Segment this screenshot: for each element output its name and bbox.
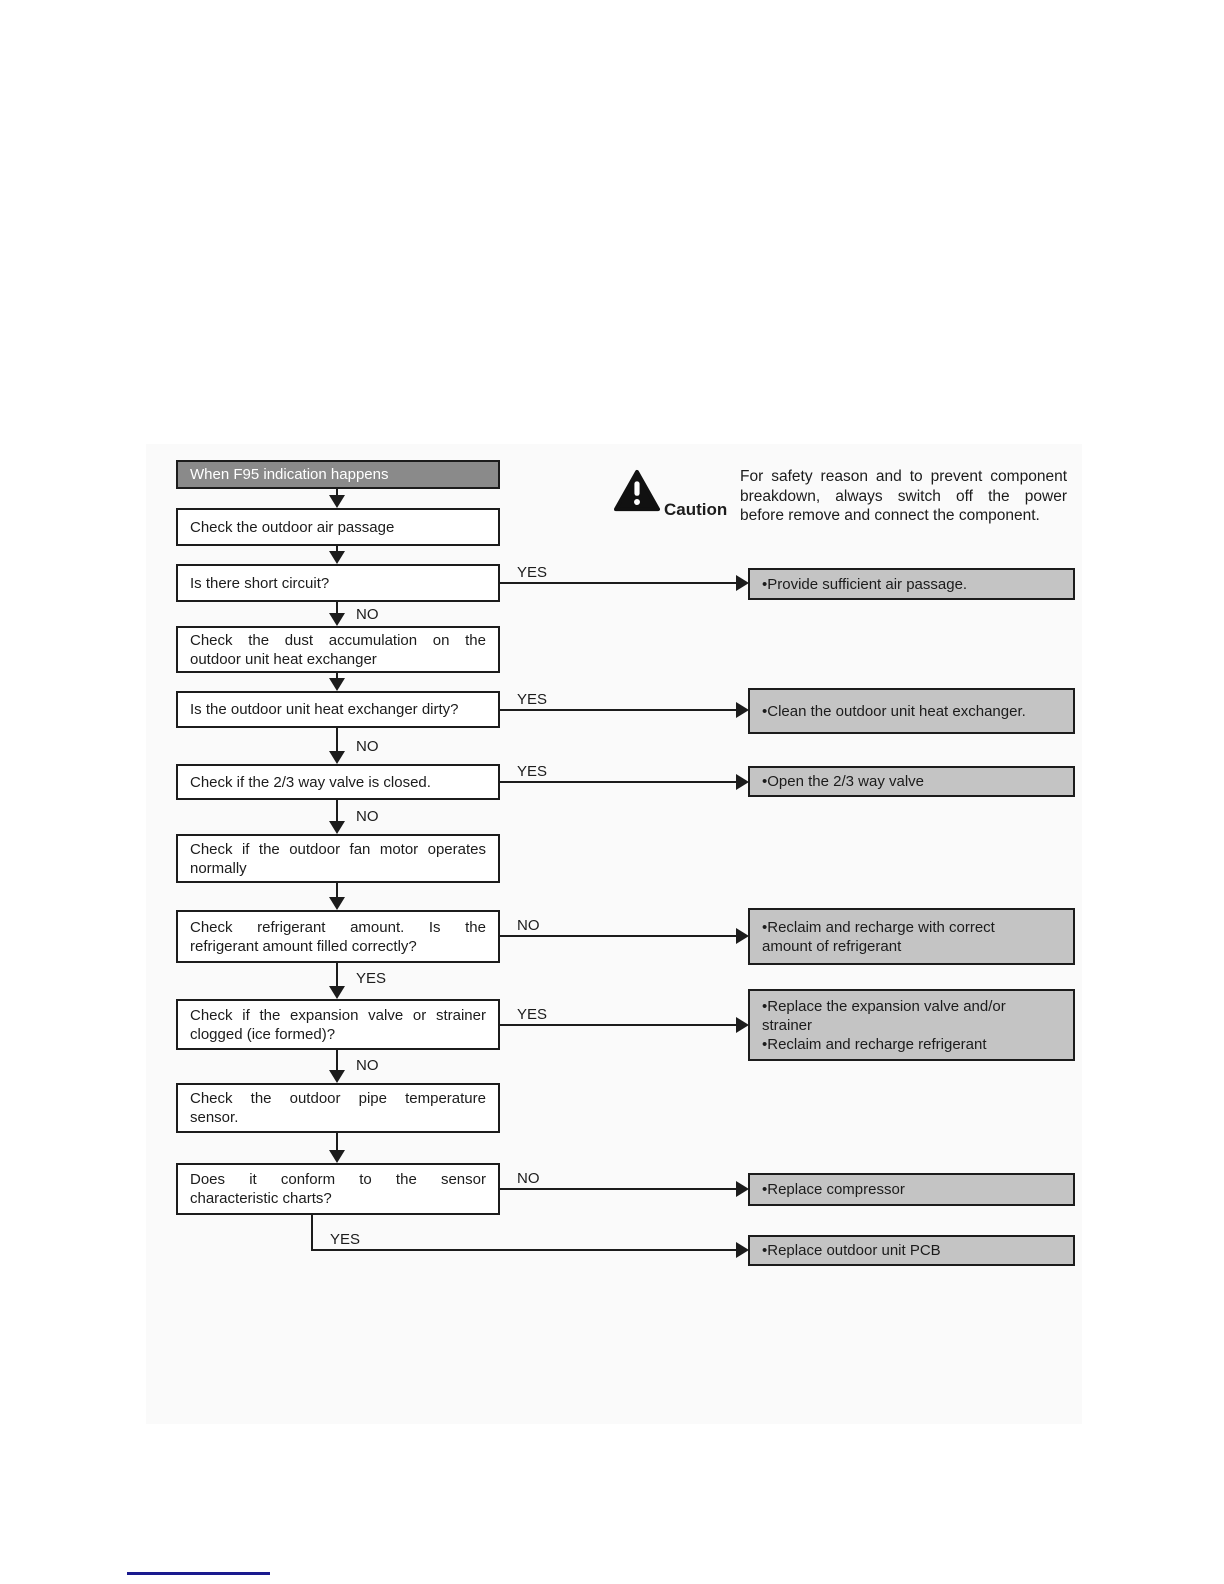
step-text-line: Check the outdoor pipe temperature (190, 1090, 486, 1107)
label-yes-short-circuit: YES (517, 564, 548, 581)
result-text-line: strainer (762, 1016, 813, 1034)
label-yes-heat-exchanger: YES (517, 691, 548, 708)
label-no-down-heat-exchanger: NO (356, 738, 379, 755)
step-check-fan-motor: Check if the outdoor fan motor operates … (176, 834, 500, 883)
decision-expansion-valve-clogged: Check if the expansion valve or strainer… (176, 999, 500, 1050)
result-clean-heat-exchanger: •Clean the outdoor unit heat exchanger. (748, 688, 1075, 734)
step-text-line: sensor. (190, 1109, 239, 1126)
step-text-line: Check if the expansion valve or strainer (190, 1006, 486, 1024)
result-replace-expansion-valve: •Replace the expansion valve and/or stra… (748, 989, 1075, 1061)
result-open-valve: •Open the 2/3 way valve (748, 766, 1075, 797)
step-text-line: Is the outdoor unit heat exchanger dirty… (190, 701, 459, 718)
label-no-down-short-circuit: NO (356, 606, 379, 623)
step-check-pipe-temp-sensor: Check the outdoor pipe temperature senso… (176, 1083, 500, 1133)
caution-text-line: For safety reason and to prevent compone… (740, 468, 1067, 485)
decision-23-way-valve-closed: Check if the 2/3 way valve is closed. (176, 764, 500, 800)
step-text-line: normally (190, 859, 247, 877)
step-check-outdoor-air-passage: Check the outdoor air passage (176, 508, 500, 546)
result-text-line: •Reclaim and recharge refrigerant (762, 1035, 987, 1053)
step-text-line: Is there short circuit? (190, 574, 330, 592)
label-no-refrigerant: NO (517, 917, 540, 934)
result-text-line: •Replace the expansion valve and/or (762, 997, 1006, 1015)
step-text-line: clogged (ice formed)? (190, 1025, 336, 1043)
step-text-line: Check if the 2/3 way valve is closed. (190, 773, 431, 791)
label-no-down-expansion-valve: NO (356, 1057, 379, 1074)
step-text-line: Does it conform to the sensor (190, 1171, 486, 1188)
footer-rule (127, 1572, 270, 1575)
result-text-line: amount of refrigerant (762, 937, 902, 955)
step-check-dust-accumulation: Check the dust accumulation on the outdo… (176, 626, 500, 673)
caution-label: Caution (664, 500, 728, 519)
step-text-line: characteristic charts? (190, 1190, 332, 1207)
label-yes-down-sensor-charts: YES (330, 1231, 361, 1248)
step-text-line: Check if the outdoor fan motor operates (190, 840, 486, 858)
result-text-line: •Replace compressor (762, 1181, 905, 1198)
result-reclaim-recharge: •Reclaim and recharge with correct amoun… (748, 908, 1075, 965)
step-text-line: Check refrigerant amount. Is the (190, 918, 486, 936)
result-text-line: •Reclaim and recharge with correct (762, 918, 995, 936)
caution-text: For safety reason and to prevent compone… (740, 467, 1067, 526)
step-text-line: outdoor unit heat exchanger (190, 650, 377, 668)
label-no-down-valve-closed: NO (356, 808, 379, 825)
label-no-sensor-charts: NO (517, 1170, 540, 1187)
step-text-line: Check the dust accumulation on the (190, 631, 486, 649)
result-text-line: •Clean the outdoor unit heat exchanger. (762, 702, 1026, 720)
decision-sensor-characteristic: Does it conform to the sensor characteri… (176, 1163, 500, 1215)
result-replace-pcb: •Replace outdoor unit PCB (748, 1235, 1075, 1266)
label-yes-expansion-valve: YES (517, 1006, 548, 1023)
warning-triangle-icon (614, 469, 660, 512)
decision-refrigerant-amount: Check refrigerant amount. Is the refrige… (176, 910, 500, 963)
caution-text-line: breakdown, always switch off the power (740, 487, 1067, 505)
result-text-line: •Provide sufficient air passage. (762, 575, 968, 593)
step-text-line: Check the outdoor air passage (190, 518, 395, 536)
decision-short-circuit: Is there short circuit? (176, 564, 500, 602)
result-provide-air-passage: •Provide sufficient air passage. (748, 568, 1075, 600)
step-text-line: When F95 indication happens (190, 466, 389, 483)
result-text-line: •Open the 2/3 way valve (762, 773, 925, 790)
label-yes-down-refrigerant: YES (356, 970, 387, 987)
decision-heat-exchanger-dirty: Is the outdoor unit heat exchanger dirty… (176, 691, 500, 728)
result-text-line: •Replace outdoor unit PCB (762, 1242, 941, 1259)
caution-text-line: before remove and connect the component. (740, 507, 1040, 524)
step-text-line: refrigerant amount filled correctly? (190, 937, 417, 955)
start-node: When F95 indication happens (176, 460, 500, 489)
label-yes-valve-closed: YES (517, 763, 548, 780)
result-replace-compressor: •Replace compressor (748, 1173, 1075, 1206)
